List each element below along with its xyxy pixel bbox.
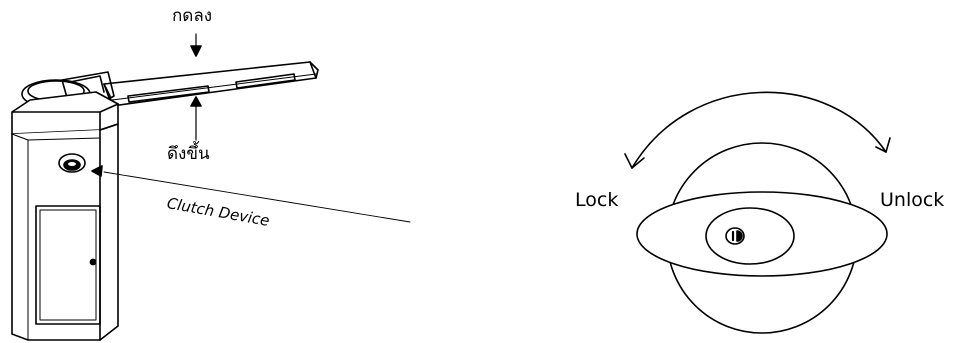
knob-inner bbox=[705, 207, 795, 265]
rotation-arc bbox=[631, 91, 887, 169]
press-down-arrow bbox=[190, 33, 202, 57]
barrier-gate-illustration bbox=[11, 33, 411, 341]
lock-knob-diagram bbox=[624, 91, 891, 334]
gate-cabinet bbox=[11, 91, 119, 341]
boom-arm bbox=[103, 61, 319, 107]
pull-up-label: ดึงขึ้น bbox=[167, 144, 210, 164]
clutch-lock bbox=[58, 153, 86, 173]
press-down-label: กดลง bbox=[172, 6, 213, 26]
unlock-arrowhead bbox=[875, 137, 891, 153]
door-keyhole bbox=[89, 258, 97, 266]
key-slot-icon bbox=[725, 227, 745, 245]
unlock-label: Unlock bbox=[880, 189, 945, 211]
pull-up-arrow bbox=[190, 96, 202, 141]
lock-label: Lock bbox=[575, 189, 619, 211]
lock-arrowhead bbox=[624, 153, 645, 169]
cabinet-door bbox=[35, 205, 101, 325]
clutch-leader bbox=[91, 165, 411, 223]
